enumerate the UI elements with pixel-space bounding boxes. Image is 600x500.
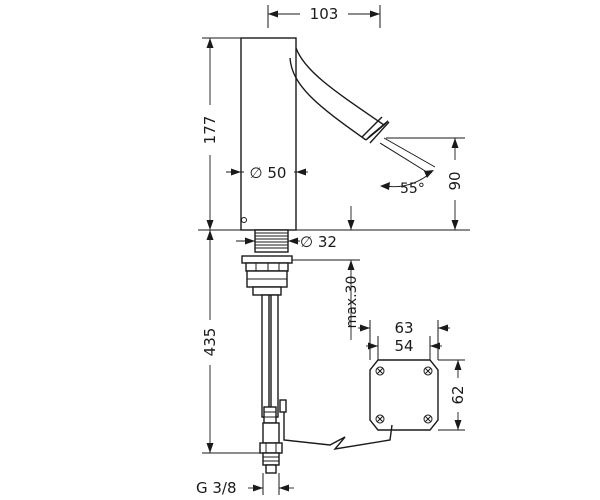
spout-reach-dimension: 103	[267, 5, 381, 28]
outlet-height-dimension: 90	[386, 137, 465, 230]
body-height-label: 177	[201, 116, 219, 145]
screw-icon	[375, 366, 385, 376]
faucet-spout	[289, 47, 390, 144]
shank-diameter-label: ∅ 32	[300, 233, 337, 251]
body-diameter-dimension: ∅ 50	[226, 162, 308, 182]
shank-length-label: 435	[201, 328, 219, 357]
faucet-body	[240, 37, 297, 231]
screw-icon	[423, 366, 433, 376]
sensor-cable	[279, 399, 393, 450]
box-height-label: 62	[449, 385, 467, 404]
spout-angle-label: 55°	[400, 181, 425, 197]
shank-length-dimension: 435	[201, 229, 260, 454]
box-outer-width-dimension: 63	[358, 319, 450, 360]
spout-reach-label: 103	[310, 5, 339, 23]
shank-diameter-dimension: ∅ 32	[236, 233, 337, 251]
connection-thread-dimension: G 3/8	[196, 473, 294, 497]
outlet-height-label: 90	[446, 171, 464, 190]
box-inner-width-dimension: 54	[366, 336, 442, 360]
box-height-dimension: 62	[438, 359, 467, 431]
threaded-shank	[254, 229, 289, 253]
connection-fitting	[259, 422, 283, 474]
control-box	[369, 359, 439, 431]
body-diameter-label: ∅ 50	[250, 164, 287, 182]
supply-hoses	[261, 294, 279, 424]
screw-icon	[375, 414, 385, 424]
screw-icon	[423, 414, 433, 424]
spout-angle-dimension: 55°	[379, 137, 436, 197]
connection-thread-label: G 3/8	[196, 479, 237, 497]
mounting-nut	[241, 255, 293, 296]
max-thickness-label: max.30	[344, 276, 360, 329]
box-outer-width-label: 63	[394, 319, 413, 337]
body-height-dimension: 177	[201, 37, 241, 230]
box-inner-width-label: 54	[394, 337, 413, 355]
max-thickness-dimension: max.30	[290, 206, 360, 340]
